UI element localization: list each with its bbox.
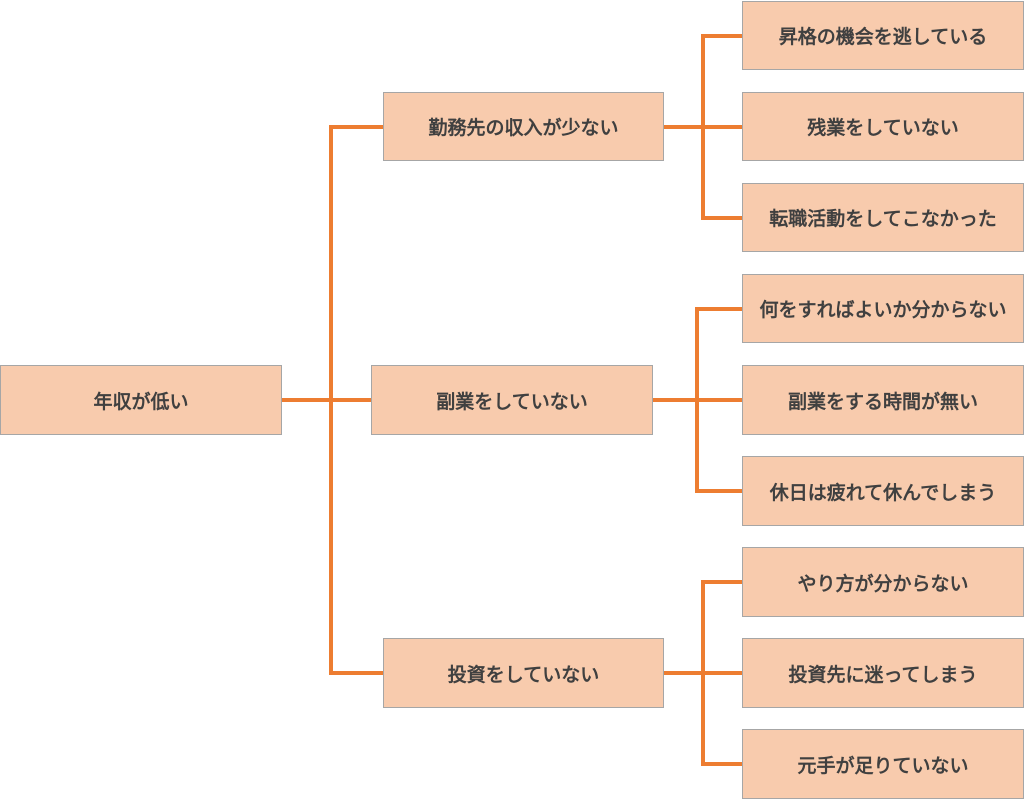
leaf-node-label: 元手が足りていない	[797, 754, 969, 777]
leaf-node-label: 残業をしていない	[807, 117, 959, 139]
leaf-node-4: 何をすればよいか分からない	[742, 274, 1024, 343]
leaf-node-label: 何をすればよいか分からない	[759, 299, 1007, 321]
leaf-node-6: 休日は疲れて休んでしまう	[742, 456, 1024, 526]
leaf-node-5: 副業をする時間が無い	[742, 365, 1024, 435]
branch-node-label: 副業をしていない	[436, 390, 588, 413]
leaf-node-label: 昇格の機会を逃している	[778, 26, 988, 48]
leaf-node-label: 転職活動をしてこなかった	[769, 208, 997, 230]
branch-node-label: 投資をしていない	[447, 663, 600, 686]
leaf-node-3: 転職活動をしてこなかった	[742, 183, 1024, 252]
leaf-node-label: 投資先に迷ってしまう	[788, 663, 978, 686]
leaf-node-label: 休日は疲れて休んでしまう	[769, 481, 997, 504]
leaf-node-2: 残業をしていない	[742, 92, 1024, 161]
leaf-node-label: やり方が分からない	[797, 572, 969, 595]
leaf-node-9: 元手が足りていない	[742, 729, 1024, 799]
root-node-label: 年収が低い	[93, 390, 189, 413]
leaf-node-1: 昇格の機会を逃している	[742, 1, 1024, 70]
branch-node-3: 投資をしていない	[383, 638, 664, 708]
leaf-node-label: 副業をする時間が無い	[787, 390, 978, 413]
branch-node-label: 勤務先の収入が少ない	[428, 117, 619, 139]
branch-node-1: 勤務先の収入が少ない	[383, 92, 664, 161]
branch-node-2: 副業をしていない	[371, 365, 653, 435]
leaf-node-8: 投資先に迷ってしまう	[742, 638, 1024, 708]
root-node: 年収が低い	[0, 365, 282, 435]
leaf-node-7: やり方が分からない	[742, 547, 1024, 617]
